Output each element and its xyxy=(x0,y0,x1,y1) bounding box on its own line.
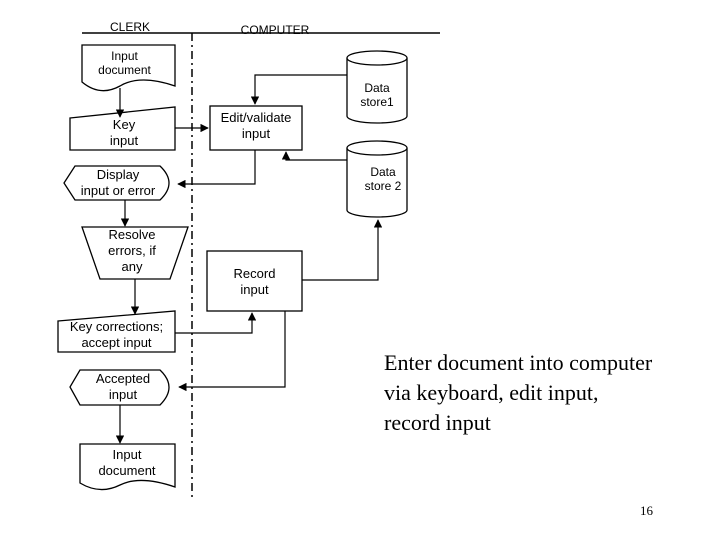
slide-caption: Enter document into computer via keyboar… xyxy=(384,350,653,435)
arrow-record-to-accepted xyxy=(178,311,286,392)
record-input-label: Record input xyxy=(233,266,276,297)
clerk-header: CLERK xyxy=(109,20,150,34)
input-document-top-shape xyxy=(81,44,176,92)
data-store2-label: Data store 2 xyxy=(364,165,402,193)
key-corrections-label: Key corrections; accept input xyxy=(69,319,164,350)
arrow-store2-to-edit xyxy=(281,151,347,161)
arrow-corrections-to-record xyxy=(175,312,257,334)
input-document-top-label: Input document xyxy=(98,49,151,77)
key-input-shape xyxy=(69,106,176,151)
accepted-input-shape xyxy=(69,369,170,406)
data-store2-shape xyxy=(346,140,408,218)
arrow-record-to-store2 xyxy=(302,219,383,281)
computer-header: COMPUTER xyxy=(240,23,310,37)
key-input-label: Key input xyxy=(109,117,139,148)
display-input-label: Display input or error xyxy=(80,167,156,198)
arrow-edit-to-display xyxy=(177,150,256,189)
arrow-store1-to-edit xyxy=(250,74,347,105)
record-input-shape xyxy=(206,250,303,312)
resolve-errors-label: Resolve errors, if any xyxy=(108,227,156,274)
data-store1-shape xyxy=(346,50,408,124)
edit-validate-shape xyxy=(209,105,303,151)
resolve-errors-shape xyxy=(81,226,189,280)
data-store1-label: Data store1 xyxy=(360,81,394,109)
page-number: 16 xyxy=(640,503,653,518)
input-document-bottom-label: Input document xyxy=(98,447,156,478)
edit-validate-label: Edit/validate input xyxy=(220,110,292,141)
accepted-input-label: Accepted input xyxy=(95,371,151,402)
input-document-bottom-shape xyxy=(79,443,176,491)
display-shape xyxy=(63,165,170,201)
